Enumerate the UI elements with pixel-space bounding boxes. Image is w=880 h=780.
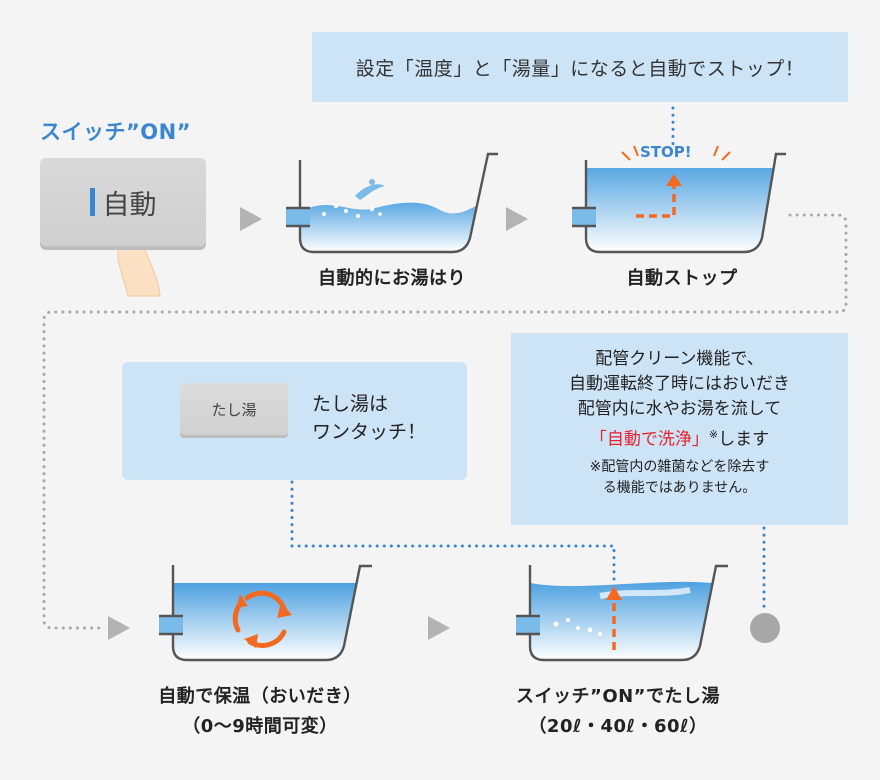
label-add-hot-line1: スイッチ”ON”でたし湯 <box>515 686 721 707</box>
label-add-hot: スイッチ”ON”でたし湯 （20ℓ・40ℓ・60ℓ） <box>488 682 748 742</box>
tashi-description-line1: たし湯は <box>312 393 389 415</box>
pipe-clean-line1: 配管クリーン機能で、 <box>595 349 764 369</box>
stop-level-arrow <box>636 184 676 218</box>
label-keep-warm-line2: （0〜9時間可変） <box>182 716 338 737</box>
dotted-line-tashi-to-tub <box>290 480 616 584</box>
tashi-button[interactable]: たし湯 <box>180 383 288 435</box>
auto-stop-callout-text: 設定「温度」と「湯量」になると自動でストップ！ <box>355 57 805 80</box>
pipe-clean-line4-rest: します <box>718 429 770 450</box>
bathtub-filling <box>286 152 498 254</box>
bathtub-stop <box>572 145 786 254</box>
auto-button[interactable]: 自動 <box>40 158 206 246</box>
stop-label: STOP! <box>640 143 692 161</box>
tashi-button-label: たし湯 <box>211 400 257 419</box>
label-auto-fill: 自動的にお湯はり <box>318 268 466 289</box>
pipe-clean-line4: 「自動で洗浄」※します <box>511 422 848 453</box>
tashi-callout <box>122 362 467 480</box>
auto-stop-callout: 設定「温度」と「湯量」になると自動でストップ！ <box>312 32 848 102</box>
label-auto-stop: 自動ストップ <box>626 268 738 289</box>
flow-arrow-2 <box>506 207 528 231</box>
flow-arrow-4 <box>428 616 450 640</box>
pipe-clean-highlight: 「自動で洗浄」 <box>589 429 709 450</box>
flow-arrow-3 <box>108 616 130 640</box>
bathtub-keep-warm <box>159 564 372 662</box>
pipe-clean-callout: 配管クリーン機能で、 自動運転終了時にはおいだき 配管内に水やお湯を流して 「自… <box>511 333 848 525</box>
pipe-clean-line2: 自動運転終了時にはおいだき <box>569 374 790 394</box>
auto-button-label: 自動 <box>102 189 157 221</box>
pipe-clean-line3: 配管内に水やお湯を流して <box>577 399 782 419</box>
switch-on-title: スイッチ”ON” <box>40 120 192 144</box>
pipe-clean-footnote-mark: ※ <box>708 428 719 441</box>
pipe-clean-note-line1: ※配管内の雑菌などを除去す <box>589 458 770 475</box>
flow-arrow-1 <box>240 207 262 231</box>
dotted-line-stop-to-warm <box>42 213 848 630</box>
label-add-hot-line2: （20ℓ・40ℓ・60ℓ） <box>528 716 708 737</box>
tashi-description: たし湯は ワンタッチ！ <box>312 390 426 446</box>
label-keep-warm-line1: 自動で保温（おいだき） <box>158 686 362 707</box>
bathtub-add-hot <box>516 564 728 662</box>
label-keep-warm: 自動で保温（おいだき） （0〜9時間可変） <box>130 682 390 742</box>
dotted-connectors <box>42 106 848 630</box>
end-dot <box>750 613 780 643</box>
auto-indicator <box>89 188 95 216</box>
pipe-clean-note-line2: る機能ではありません。 <box>602 479 757 496</box>
tashi-description-line2: ワンタッチ！ <box>312 421 427 443</box>
pipe-clean-note: ※配管内の雑菌などを除去す る機能ではありません。 <box>511 457 848 499</box>
